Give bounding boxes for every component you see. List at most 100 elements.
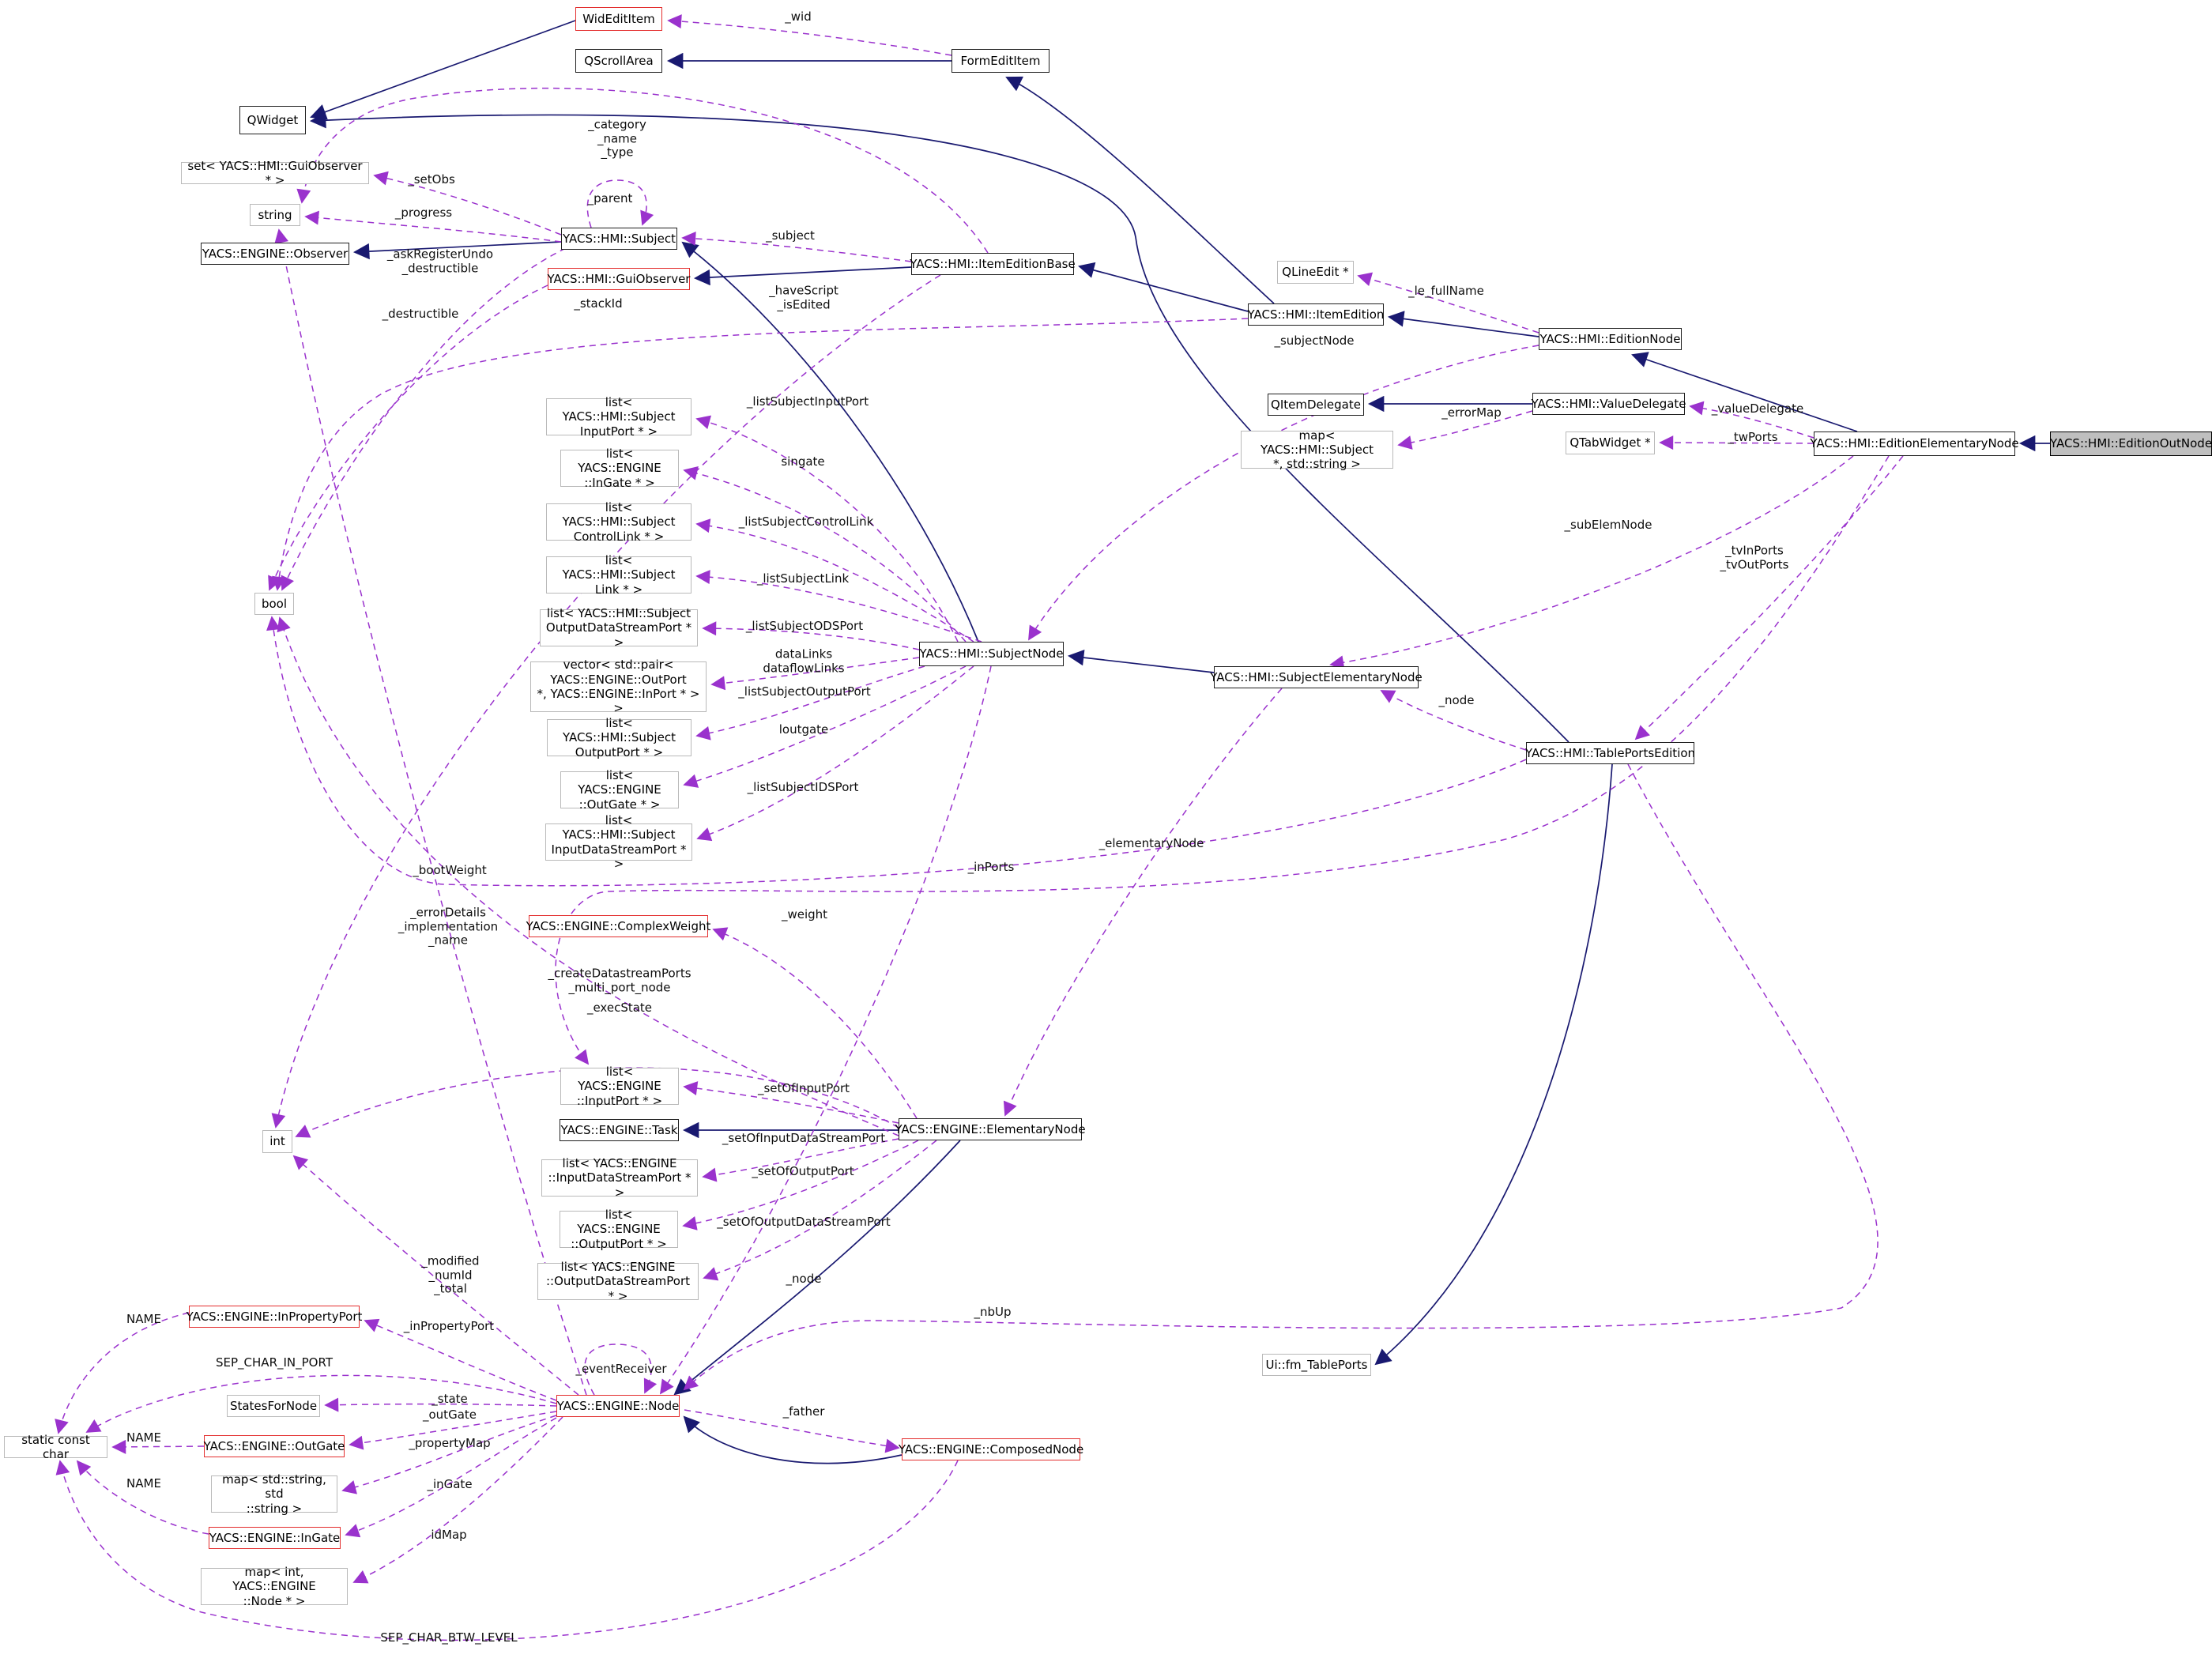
edge-label-elementarynode: _elementaryNode bbox=[1098, 836, 1204, 851]
class-qscrollarea[interactable]: QScrollArea bbox=[575, 49, 662, 73]
edge-usage-sepcharbtwlevel bbox=[55, 1460, 959, 1641]
edge-label-listsubjectcontrollink: _listSubjectControlLink bbox=[738, 514, 874, 530]
class-ingate[interactable]: YACS::ENGINE::InGate bbox=[209, 1527, 341, 1549]
edge-usage-father bbox=[684, 1409, 900, 1453]
edge-label-wid: _wid bbox=[785, 9, 812, 24]
class-node[interactable]: YACS::ENGINE::Node bbox=[556, 1395, 680, 1417]
edge-usage-modified-numid-total bbox=[292, 1155, 579, 1396]
class-qwidget[interactable]: QWidget bbox=[239, 106, 306, 134]
edge-label-propertymap: _propertyMap bbox=[409, 1436, 491, 1451]
template-bool: bool bbox=[254, 593, 294, 615]
class-outgate[interactable]: YACS::ENGINE::OutGate bbox=[204, 1435, 345, 1457]
edge-label-nbup: _nbUp bbox=[974, 1305, 1012, 1320]
class-itemedition[interactable]: YACS::HMI::ItemEdition bbox=[1248, 303, 1384, 326]
edge-usage-progress bbox=[304, 210, 562, 243]
template-set-guiobserver: set< YACS::HMI::GuiObserver * > bbox=[181, 159, 369, 187]
class-inpropertyport[interactable]: YACS::ENGINE::InPropertyPort bbox=[187, 1306, 362, 1328]
edge-inherit-editionelementarynode-editionnode bbox=[1631, 352, 1858, 432]
template-int: int bbox=[262, 1130, 292, 1153]
edge-usage-setofinputport bbox=[683, 1081, 899, 1124]
class-editionoutnode-main[interactable]: YACS::HMI::EditionOutNode bbox=[2050, 432, 2212, 456]
class-observer[interactable]: YACS::ENGINE::Observer bbox=[201, 243, 349, 265]
class-complexweight[interactable]: YACS::ENGINE::ComplexWeight bbox=[526, 915, 710, 937]
edge-label-setobs: _setObs bbox=[408, 172, 455, 187]
edge-label-node-engine: _node bbox=[786, 1272, 822, 1287]
edge-label-parent: _parent bbox=[587, 191, 633, 206]
edge-usage-destructible bbox=[268, 285, 548, 591]
edge-label-idmap: idMap bbox=[431, 1528, 467, 1543]
edge-label-state: _state bbox=[431, 1392, 468, 1407]
edge-inherit-itemedition-formedititem bbox=[1005, 76, 1275, 304]
template-list-inputdatastreamport: list< YACS::ENGINE ::InputDataStreamPort… bbox=[541, 1156, 698, 1200]
edge-usage-havescript-isedited bbox=[272, 318, 1249, 591]
class-guiobserver[interactable]: YACS::HMI::GuiObserver bbox=[548, 268, 690, 290]
template-list-subjectinputport: list< YACS::HMI::Subject InputPort * > bbox=[546, 395, 691, 439]
class-elementarynode[interactable]: YACS::ENGINE::ElementaryNode bbox=[895, 1118, 1086, 1140]
class-subject[interactable]: YACS::HMI::Subject bbox=[561, 228, 677, 250]
edge-label-execstate: _execState bbox=[586, 1001, 653, 1016]
class-valuedelegate[interactable]: YACS::HMI::ValueDelegate bbox=[1531, 393, 1686, 415]
edge-usage-listsubjectidsport bbox=[696, 665, 974, 842]
template-list-subjectidsport: list< YACS::HMI::Subject InputDataStream… bbox=[545, 813, 692, 871]
edge-usage-node-subjectelementary bbox=[1380, 690, 1527, 751]
edge-usage-sepcharinport bbox=[85, 1374, 557, 1433]
class-editionelementarynode[interactable]: YACS::HMI::EditionElementaryNode bbox=[1810, 432, 2019, 456]
edge-inherit-subjectnode-subject bbox=[681, 241, 979, 643]
class-tableportsedition[interactable]: YACS::HMI::TablePortsEdition bbox=[1525, 742, 1695, 764]
edge-inherit-subject-observer bbox=[352, 241, 562, 260]
edge-label-setofoutputport: _setOfOutputPort bbox=[752, 1164, 854, 1179]
edge-inherit-composednode-node bbox=[683, 1415, 903, 1464]
edge-label-name-ingate: NAME bbox=[126, 1476, 161, 1491]
template-qlineedit: QLineEdit * bbox=[1277, 261, 1354, 284]
class-wideditem[interactable]: WidEditItem bbox=[575, 7, 662, 31]
class-qitemdelegate[interactable]: QItemDelegate bbox=[1268, 394, 1364, 416]
edge-usage-errormap bbox=[1397, 410, 1533, 450]
edge-label-setofinputport: _setOfInputPort bbox=[757, 1081, 850, 1096]
edge-usage-subject bbox=[681, 231, 912, 262]
edge-usage-tvinports-tvoutports bbox=[1634, 455, 1904, 741]
edge-usage-setofoutputdatastreamport bbox=[703, 1140, 937, 1281]
edge-label-bootweight: _bootWeight bbox=[413, 863, 487, 878]
edge-label-subelemnode: _subElemNode bbox=[1564, 518, 1652, 533]
edge-label-twports: _twPorts bbox=[1728, 430, 1778, 445]
edge-label-listsubjectidsport: _listSubjectIDSPort bbox=[747, 780, 859, 795]
class-formedititem[interactable]: FormEditItem bbox=[951, 49, 1049, 73]
template-static-const-char: static const char bbox=[4, 1433, 107, 1461]
edge-usage-name-outgate bbox=[111, 1439, 205, 1454]
edge-usage-bootweight bbox=[266, 616, 1527, 887]
edge-usage-lefullname bbox=[1357, 272, 1539, 334]
template-list-outputdatastreamport: list< YACS::ENGINE ::OutputDataStreamPor… bbox=[537, 1260, 699, 1303]
edge-inherit-tableportsedition-qwidget bbox=[309, 111, 1570, 743]
class-subjectelementarynode[interactable]: YACS::HMI::SubjectElementaryNode bbox=[1210, 666, 1423, 688]
class-task[interactable]: YACS::ENGINE::Task bbox=[560, 1119, 679, 1141]
edge-inherit-tableportsedition-uifmtableports bbox=[1374, 763, 1613, 1366]
edge-usage-setofinputdatastreamport bbox=[702, 1138, 899, 1182]
edge-usage-elementarynode bbox=[1003, 688, 1283, 1117]
edge-inherit-wideditem-qwidget bbox=[310, 20, 576, 120]
edge-usage-weight bbox=[712, 927, 918, 1119]
edge-inherit-editionnode-itemedition bbox=[1387, 311, 1539, 337]
edge-label-progress: _progress bbox=[394, 205, 453, 220]
edge-usage-execstate bbox=[295, 1067, 899, 1138]
class-composednode[interactable]: YACS::ENGINE::ComposedNode bbox=[899, 1438, 1083, 1460]
edge-label-modified-numid-total: _modified _numId _total bbox=[421, 1253, 480, 1296]
edge-label-listsubjectodsport: _listSubjectODSPort bbox=[745, 619, 864, 634]
edge-usage-listsubjectlink bbox=[695, 570, 982, 643]
edge-label-destructible: _destructible bbox=[382, 307, 459, 322]
class-editionnode[interactable]: YACS::HMI::EditionNode bbox=[1539, 328, 1682, 350]
class-subjectnode[interactable]: YACS::HMI::SubjectNode bbox=[919, 642, 1064, 666]
edge-usage-askregisterundo bbox=[281, 247, 567, 591]
edge-usage-name-ingate bbox=[76, 1460, 209, 1535]
template-list-subjectcontrollink: list< YACS::HMI::Subject ControlLink * > bbox=[546, 500, 691, 544]
template-list-outgate: list< YACS::ENGINE ::OutGate * > bbox=[560, 768, 679, 812]
edge-label-sepcharbtwlevel: SEP_CHAR_BTW_LEVEL bbox=[380, 1630, 518, 1645]
class-itemeditionbase[interactable]: YACS::HMI::ItemEditionBase bbox=[910, 253, 1076, 275]
edge-usage-ingate bbox=[345, 1417, 557, 1538]
edge-usage-errordetails bbox=[274, 228, 587, 1396]
edge-usage-outgate bbox=[349, 1411, 557, 1450]
template-ui-fm-tableports: Ui::fm_TablePorts bbox=[1262, 1354, 1371, 1376]
edge-inherit-elementarynode-node bbox=[673, 1140, 961, 1396]
edge-usage-wid bbox=[667, 14, 952, 56]
edge-usage-subelemnode bbox=[1329, 455, 1854, 670]
